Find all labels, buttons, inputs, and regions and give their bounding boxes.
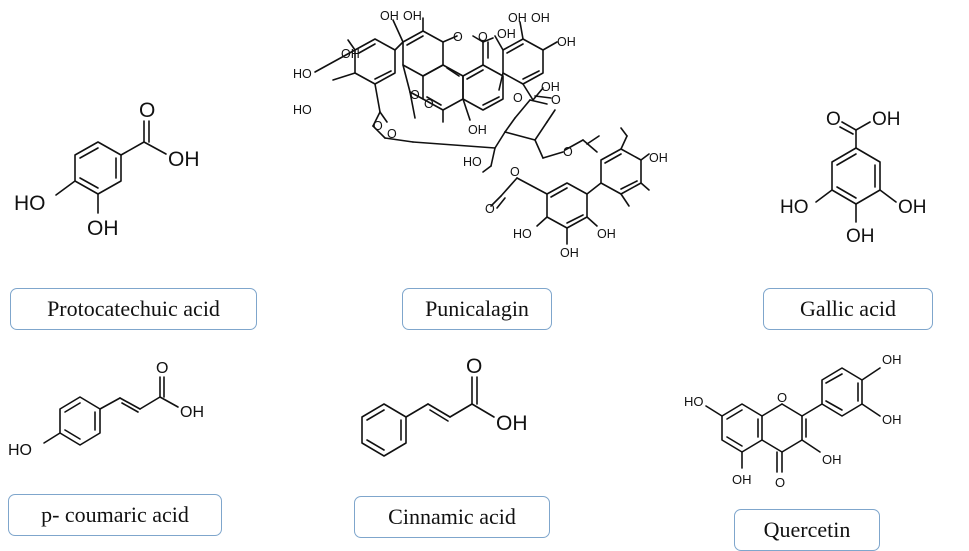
oxygen-label: O — [373, 119, 383, 133]
carboxyl-oh-label: OH — [496, 412, 528, 435]
carboxyl-oh-label: OH — [872, 109, 901, 130]
hydroxyl-label: OH — [497, 27, 516, 41]
hydroxyl-label: OH — [531, 11, 550, 25]
carboxyl-oh-label: OH — [168, 148, 200, 171]
hydroxyl-label: OH — [560, 246, 579, 260]
hydroxyl-label: HO — [780, 197, 809, 218]
hydroxyl-label: OH — [597, 227, 616, 241]
hydroxyl-label: HO — [8, 442, 32, 459]
oxygen-label: O — [510, 165, 520, 179]
ring-oxygen-label: O — [777, 390, 787, 405]
hydroxyl-label: OH — [882, 412, 902, 427]
compound-label-p-coumaric-acid: p- coumaric acid — [8, 494, 222, 536]
oxygen-label: O — [485, 202, 495, 216]
hydroxyl-label: OH — [846, 226, 875, 247]
hydroxyl-label: HO — [684, 394, 704, 409]
hydroxyl-label: OH — [403, 9, 422, 23]
hydroxyl-label: OH — [541, 80, 560, 94]
compound-label-cinnamic-acid: Cinnamic acid — [354, 496, 550, 538]
hydroxyl-label: OH — [508, 11, 527, 25]
carboxyl-oh-label: OH — [180, 404, 204, 421]
hydroxyl-label: HO — [463, 155, 482, 169]
hydroxyl-label: OH — [557, 35, 576, 49]
hydroxyl-label: OH — [732, 472, 752, 487]
oxygen-label: O — [424, 97, 434, 111]
hydroxyl-label: OH — [468, 123, 487, 137]
carboxyl-o-label: O — [139, 99, 155, 122]
hydroxyl-label: OH — [898, 197, 927, 218]
oxygen-label: O — [453, 30, 463, 44]
p-coumaric-acid-structure: O OH HO — [0, 355, 240, 475]
oxygen-label: O — [387, 127, 397, 141]
protocatechuic-acid-structure: O OH HO OH — [0, 95, 240, 255]
hydroxyl-label: OH — [882, 352, 902, 367]
cinnamic-acid-structure: O OH — [340, 355, 600, 485]
hydroxyl-label: OH — [341, 47, 360, 61]
keto-oxygen-label: O — [775, 475, 785, 490]
gallic-acid-structure: O OH HO OH OH — [770, 100, 969, 260]
carboxyl-o-label: O — [466, 355, 482, 378]
oxygen-label: O — [563, 145, 573, 159]
oxygen-label: O — [551, 93, 561, 107]
compound-label-protocatechuic-acid: Protocatechuic acid — [10, 288, 257, 330]
oxygen-label: O — [478, 30, 488, 44]
hydroxyl-label: OH — [87, 217, 119, 240]
carboxyl-o-label: O — [826, 109, 841, 130]
hydroxyl-label: OH — [822, 452, 842, 467]
hydroxyl-label: HO — [293, 103, 312, 117]
hydroxyl-label: HO — [14, 192, 46, 215]
oxygen-label: O — [513, 91, 523, 105]
hydroxyl-label: HO — [293, 67, 312, 81]
punicalagin-structure: OH OH OH OH OH HO HO OH OH HO OH OH OH H… — [285, 0, 668, 265]
carboxyl-o-label: O — [156, 360, 168, 377]
quercetin-structure: HO OH OH OH OH O O — [680, 342, 969, 512]
compound-label-punicalagin: Punicalagin — [402, 288, 552, 330]
compound-label-quercetin: Quercetin — [734, 509, 880, 551]
hydroxyl-label: OH — [649, 151, 668, 165]
compound-label-gallic-acid: Gallic acid — [763, 288, 933, 330]
oxygen-label: O — [410, 88, 420, 102]
hydroxyl-label: HO — [513, 227, 532, 241]
hydroxyl-label: OH — [380, 9, 399, 23]
